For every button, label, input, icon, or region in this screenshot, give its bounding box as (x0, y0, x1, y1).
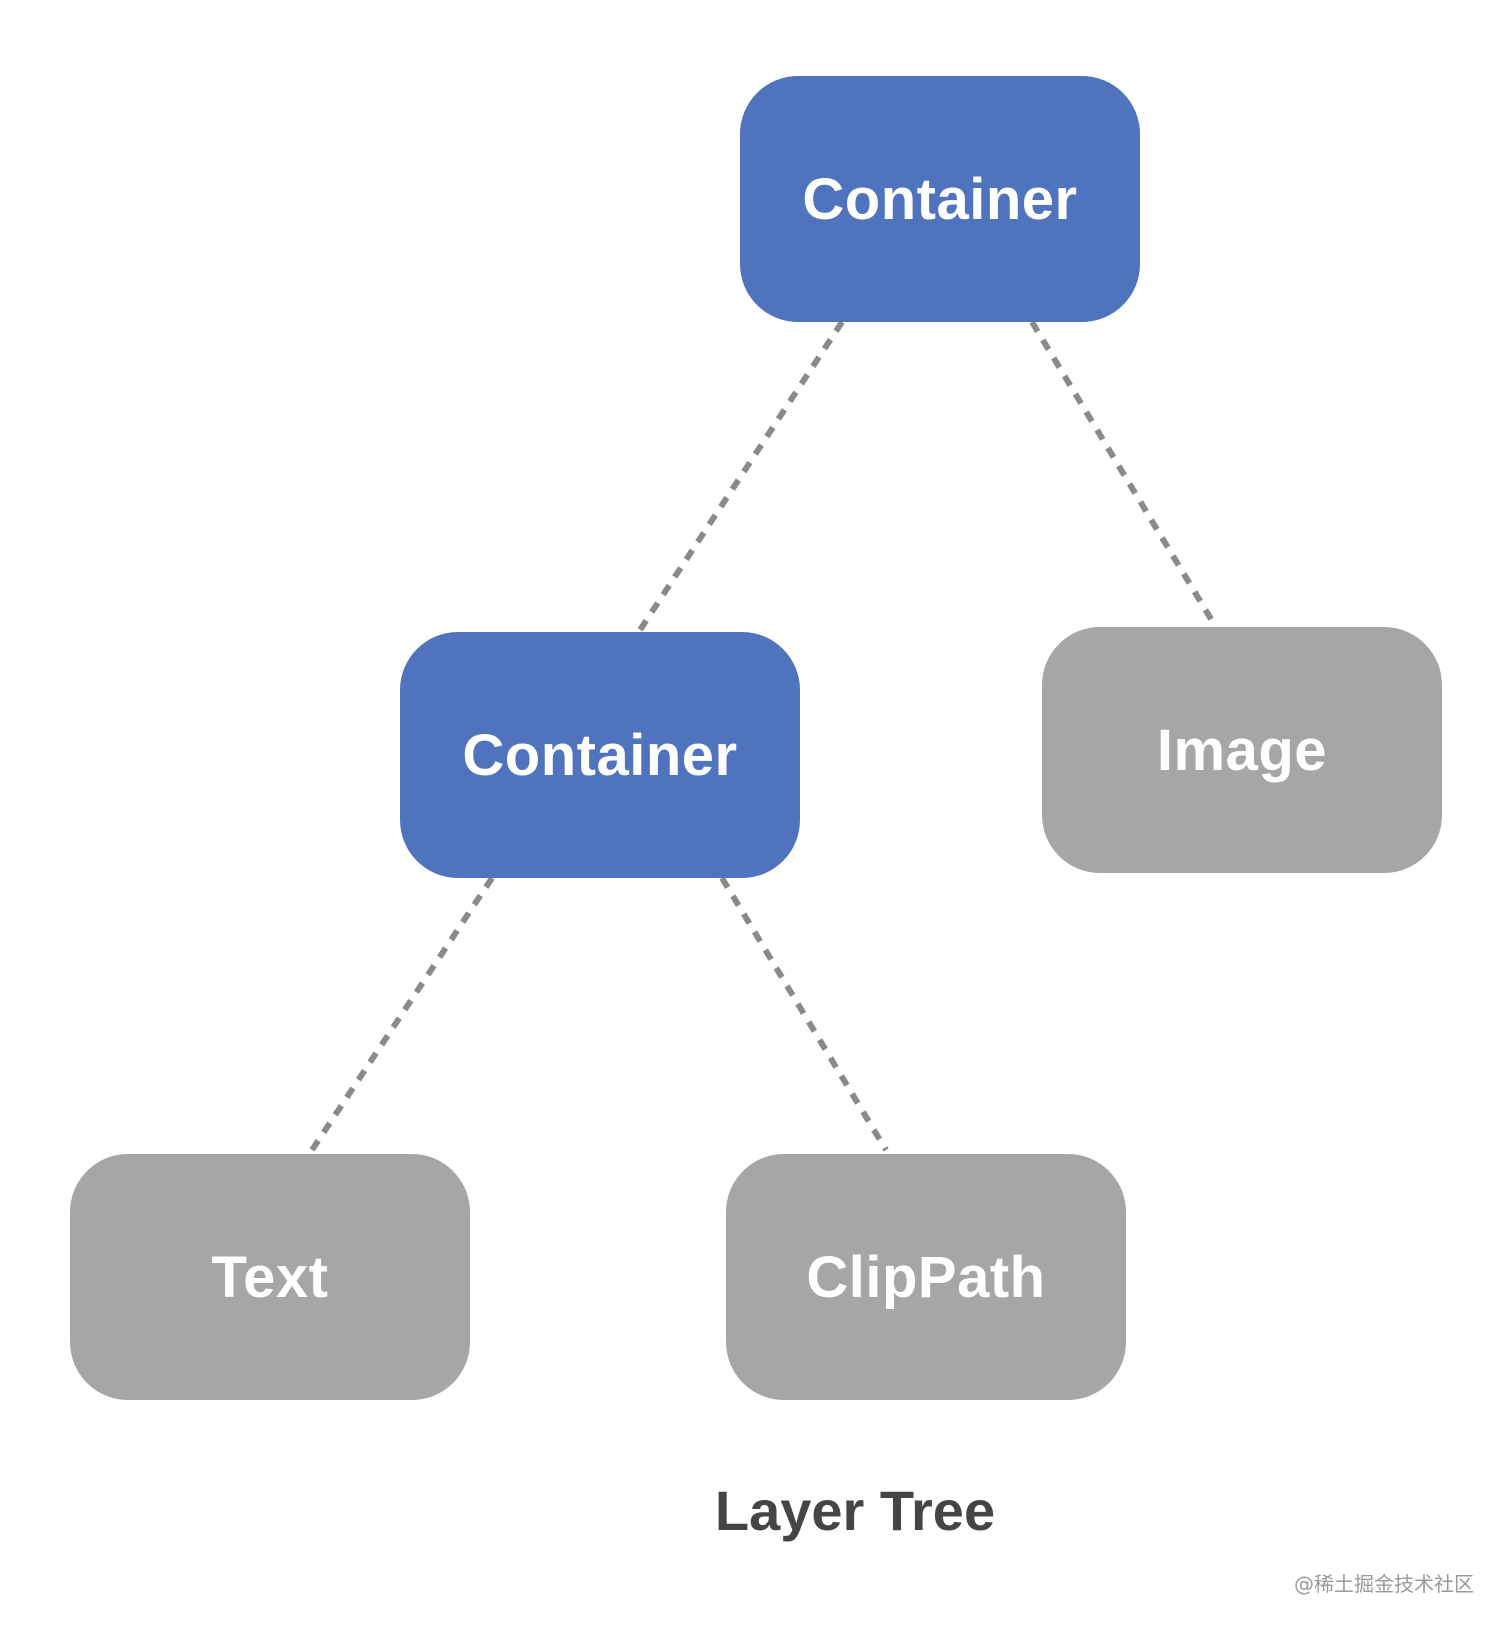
edge-container-to-clippath (719, 876, 889, 1152)
watermark: @稀土掘金技术社区 (1294, 1572, 1474, 1596)
node-clippath: ClipPath (726, 1154, 1126, 1400)
node-text: Text (70, 1154, 470, 1400)
edge-root-to-image (1029, 320, 1217, 626)
node-label: Image (1156, 717, 1328, 783)
node-label: Text (211, 1244, 329, 1310)
node-root-container: Container (740, 76, 1140, 322)
diagram-caption: Layer Tree (714, 1479, 996, 1542)
node-label: Container (802, 166, 1078, 232)
node-child-container: Container (400, 632, 800, 878)
node-image: Image (1042, 627, 1442, 873)
node-label: ClipPath (806, 1244, 1046, 1310)
edge-container-to-text (309, 876, 495, 1152)
node-label: Container (462, 722, 738, 788)
edge-root-to-container (637, 320, 845, 632)
